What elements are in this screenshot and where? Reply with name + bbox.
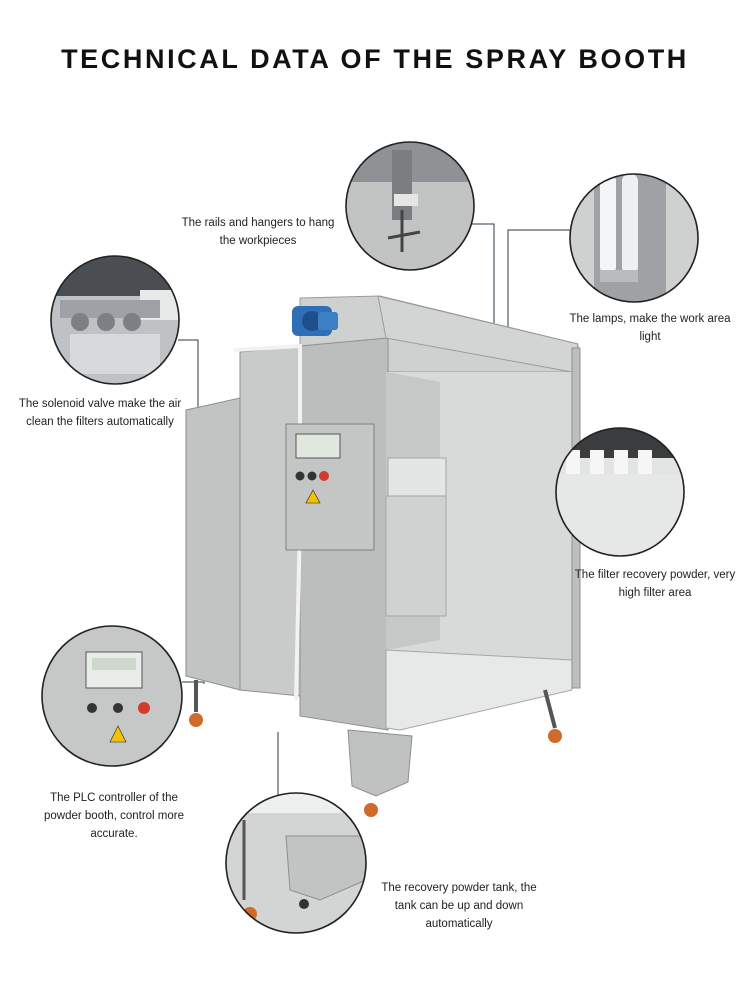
lamps-detail-inset: [570, 174, 698, 302]
solenoid-callout-label: The solenoid valve make the air clean th…: [18, 398, 182, 428]
rails-detail-inset: [346, 142, 474, 270]
fan-motor: [292, 306, 338, 336]
tank-callout-label: The recovery powder tank, the tank can b…: [381, 882, 537, 930]
leader-plc: [182, 681, 205, 684]
spray-booth: [185, 295, 581, 817]
page-title: TECHNICAL DATA OF THE SPRAY BOOTH: [61, 44, 689, 74]
plc-callout-label: The PLC controller of the powder booth, …: [44, 792, 184, 840]
filter-callout-label: The filter recovery powder, very high fi…: [574, 569, 736, 599]
leader-lamps: [507, 229, 574, 370]
leader-solenoid: [178, 339, 199, 410]
plc-detail-inset: [42, 626, 182, 766]
solenoid-detail-inset: [51, 256, 179, 384]
control-box: [285, 423, 375, 551]
leader-rails: [470, 223, 495, 368]
rails-callout-label: The rails and hangers to hang the workpi…: [181, 217, 335, 247]
lamps-callout-label: The lamps, make the work area light: [569, 313, 731, 343]
